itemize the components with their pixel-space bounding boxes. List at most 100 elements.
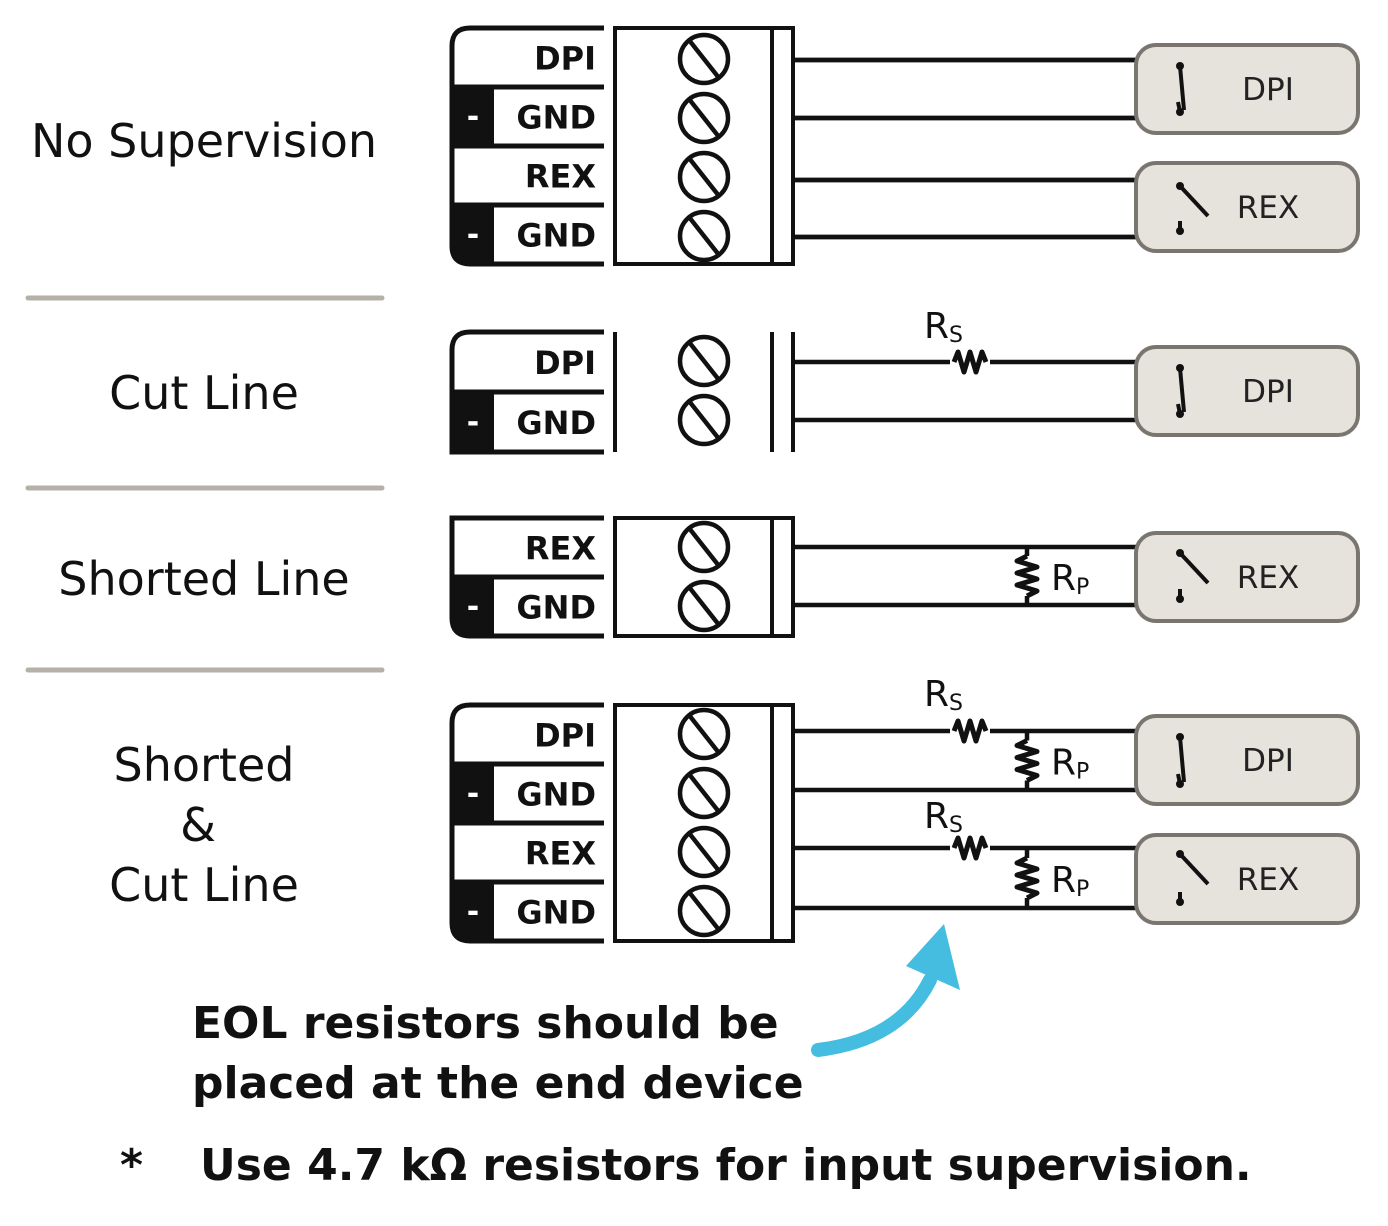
section-dividers bbox=[25, 295, 385, 673]
device-box bbox=[1134, 833, 1360, 925]
ground-marker-symbol: - bbox=[467, 405, 479, 440]
terminal-block-shorted_line: REX - GND bbox=[449, 515, 795, 639]
ground-marker-symbol: - bbox=[467, 218, 479, 253]
section-label-no-supervision: No Supervision bbox=[31, 114, 377, 168]
device-label: REX bbox=[1237, 560, 1299, 596]
end-device-dpi: DPI bbox=[1134, 714, 1360, 806]
device-label: DPI bbox=[1242, 374, 1294, 410]
screw-slot bbox=[687, 526, 721, 568]
screw-slot bbox=[687, 399, 721, 441]
device-box bbox=[1134, 531, 1360, 623]
resistor-label: RS bbox=[924, 306, 963, 348]
resistor-label: RP bbox=[1051, 743, 1089, 785]
resistor-parallel: RP bbox=[1014, 848, 1089, 908]
ground-marker-symbol: - bbox=[467, 777, 479, 812]
contact-stub bbox=[1176, 403, 1182, 415]
resistor-label: RP bbox=[1051, 558, 1089, 600]
resistor-series: RS bbox=[924, 674, 989, 744]
section-label-shorted-line: Shorted Line bbox=[58, 552, 350, 606]
device-label: REX bbox=[1237, 862, 1299, 898]
contact-open bbox=[1178, 551, 1210, 585]
pin-label-gnd: GND bbox=[516, 217, 596, 255]
screw-slot bbox=[687, 585, 721, 627]
pin-label-rex: REX bbox=[525, 835, 597, 873]
pin-label-gnd: GND bbox=[516, 589, 596, 627]
device-label: REX bbox=[1237, 190, 1299, 226]
pin-label-dpi: DPI bbox=[534, 717, 596, 755]
contact-open bbox=[1178, 852, 1210, 886]
ground-marker bbox=[452, 577, 494, 636]
pin-label-dpi: DPI bbox=[534, 344, 596, 382]
pin-label-gnd: GND bbox=[516, 404, 596, 442]
wires bbox=[793, 57, 1180, 911]
resistor-zigzag bbox=[1014, 553, 1040, 599]
section-label-shorted-and-cut: Shorted & Cut Line bbox=[109, 738, 299, 912]
end-device-rex: REX bbox=[1134, 161, 1360, 253]
resistor-zigzag bbox=[1014, 738, 1040, 783]
screw-slot bbox=[687, 772, 721, 814]
device-box bbox=[1134, 714, 1360, 806]
screw-slot bbox=[687, 97, 721, 139]
screw-slot bbox=[687, 831, 721, 873]
ground-marker-symbol: - bbox=[467, 895, 479, 930]
terminal-block-cut_line: DPI - GND bbox=[449, 329, 795, 455]
contact-closed bbox=[1178, 736, 1186, 783]
device-label: DPI bbox=[1242, 72, 1294, 108]
contact-closed bbox=[1178, 367, 1186, 413]
screw-slot bbox=[687, 890, 721, 932]
ground-marker bbox=[452, 764, 494, 823]
pin-label-rex: REX bbox=[525, 530, 597, 568]
arrow-shaft bbox=[811, 973, 937, 1057]
device-box bbox=[1134, 345, 1360, 437]
footnote-asterisk: * bbox=[120, 1140, 144, 1191]
end-device-rex: REX bbox=[1134, 833, 1360, 925]
contact-stub bbox=[1176, 773, 1182, 785]
ground-marker bbox=[452, 205, 494, 264]
end-device-dpi: DPI bbox=[1134, 43, 1360, 135]
ground-marker bbox=[452, 87, 494, 146]
resistor-zigzag bbox=[1014, 855, 1040, 901]
device-label: DPI bbox=[1242, 743, 1294, 779]
eol-note: EOL resistors should be placed at the en… bbox=[192, 998, 804, 1109]
device-box bbox=[1134, 43, 1360, 135]
pin-label-gnd: GND bbox=[516, 99, 596, 137]
resistor-parallel: RP bbox=[1014, 547, 1089, 605]
eol-arrow bbox=[811, 924, 960, 1057]
ground-marker-symbol: - bbox=[467, 590, 479, 625]
end-devices: DPI REX DPI REX DPI REX bbox=[1134, 43, 1360, 925]
resistor-label: RP bbox=[1051, 860, 1089, 902]
terminal-frame bbox=[449, 329, 604, 455]
resistor-zigzag bbox=[951, 718, 989, 744]
ground-marker bbox=[452, 882, 494, 941]
end-device-dpi: DPI bbox=[1134, 345, 1360, 437]
resistor-zigzag bbox=[951, 349, 989, 375]
contact-closed bbox=[1178, 65, 1186, 111]
resistor-label: RS bbox=[924, 674, 963, 716]
end-device-rex: REX bbox=[1134, 531, 1360, 623]
arrow-head bbox=[906, 924, 960, 990]
resistors: RS RP RS RS RP RP bbox=[924, 306, 1089, 908]
contact-stub bbox=[1176, 101, 1182, 113]
resistor-parallel: RP bbox=[1014, 731, 1089, 790]
screw-slot bbox=[687, 156, 721, 198]
pin-label-gnd: GND bbox=[516, 894, 596, 932]
screw-slot bbox=[687, 215, 721, 257]
pin-label-gnd: GND bbox=[516, 776, 596, 814]
terminal-block-no_supervision: DPI - GND REX - GND bbox=[449, 25, 795, 267]
ground-marker-symbol: - bbox=[467, 100, 479, 135]
footnote-text: Use 4.7 kΩ resistors for input supervisi… bbox=[200, 1140, 1252, 1191]
screw-slot bbox=[687, 340, 721, 382]
screw-slot bbox=[687, 713, 721, 755]
device-box bbox=[1134, 161, 1360, 253]
terminal-blocks: DPI - GND REX - GND DPI - GND REX - GND DPI - GND REX - G… bbox=[449, 25, 795, 944]
contact-open bbox=[1178, 184, 1210, 218]
resistor-zigzag bbox=[951, 835, 989, 861]
pin-label-rex: REX bbox=[525, 158, 597, 196]
pin-label-dpi: DPI bbox=[534, 40, 596, 78]
screw-slot bbox=[687, 38, 721, 80]
resistor-series: RS bbox=[924, 796, 989, 861]
ground-marker bbox=[452, 392, 494, 452]
resistor-label: RS bbox=[924, 796, 963, 838]
resistor-series: RS bbox=[924, 306, 989, 375]
